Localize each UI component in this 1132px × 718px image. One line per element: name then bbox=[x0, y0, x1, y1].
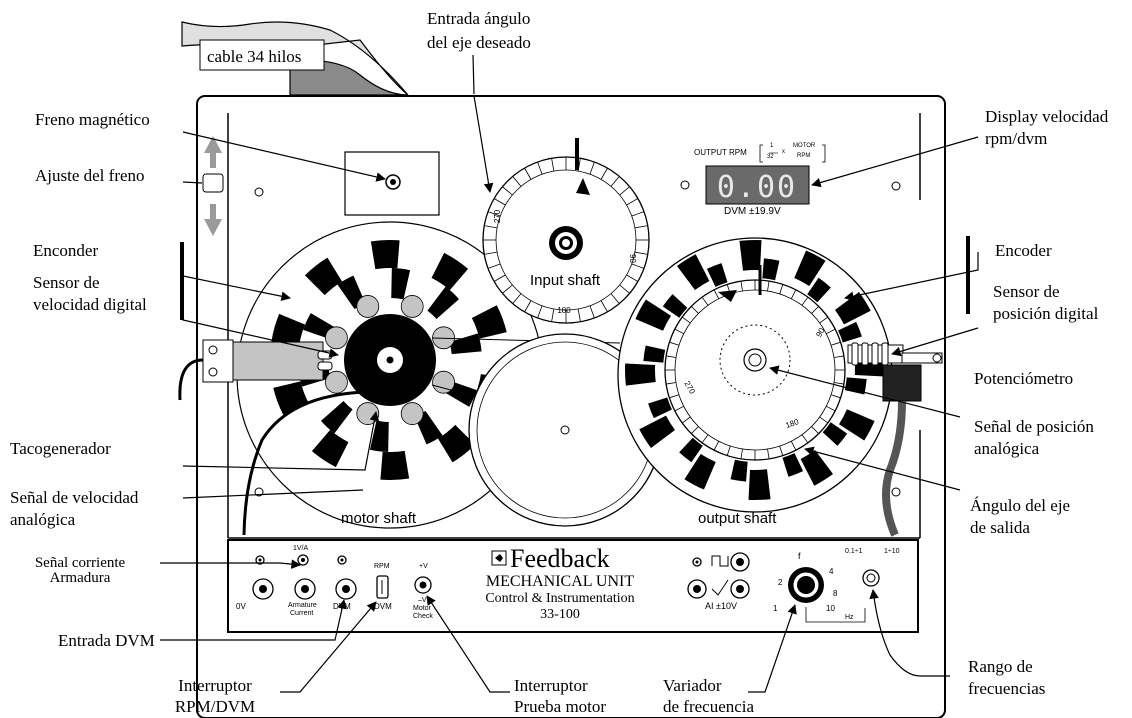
label-angulo-salida-1: Ángulo del eje bbox=[970, 496, 1071, 515]
panel-armature: Armature bbox=[288, 602, 317, 609]
label-angulo-salida-2: de salida bbox=[970, 518, 1030, 537]
out-180-label: 180 bbox=[784, 417, 800, 430]
label-encoder-right: Encoder bbox=[995, 241, 1052, 260]
panel-0v: 0V bbox=[236, 602, 246, 611]
panel-dvm: DVM bbox=[333, 602, 351, 611]
label-ajuste-freno: Ajuste del freno bbox=[35, 166, 145, 185]
output-shaft-dial bbox=[617, 237, 893, 513]
output-rpm-label: OUTPUT RPM bbox=[694, 148, 747, 157]
label-tacogenerador: Tacogenerador bbox=[10, 439, 111, 458]
label-senal-corriente-1: Señal corriente bbox=[34, 555, 126, 571]
control-panel bbox=[227, 539, 919, 633]
panel-minusv: –V bbox=[418, 597, 427, 604]
label-variador-1: Variador bbox=[663, 676, 722, 695]
panel-model: 33-100 bbox=[540, 607, 580, 622]
panel-range2: 1÷10 bbox=[884, 548, 900, 555]
label-senal-velocidad-2: analógica bbox=[10, 510, 76, 529]
svg-text:0.00: 0.00 bbox=[717, 170, 797, 205]
rpm-label: RPM bbox=[797, 153, 811, 159]
label-senal-posicion-1: Señal de posición bbox=[974, 417, 1094, 436]
dvm-range-label: DVM ±19.9V bbox=[724, 206, 781, 217]
tachogenerator-cable bbox=[242, 390, 367, 536]
panel-dvm2: DVM bbox=[374, 602, 392, 611]
motor-shaft-encoder-disc bbox=[236, 221, 544, 529]
label-display-2: rpm/dvm bbox=[985, 129, 1048, 148]
panel-rpm: RPM bbox=[374, 563, 390, 570]
label-freno-magnetico: Freno magnético bbox=[35, 110, 150, 129]
panel-title2: Control & Instrumentation bbox=[485, 591, 635, 606]
label-potenciometro: Potenciómetro bbox=[974, 369, 1074, 388]
label-rango-2: frecuencias bbox=[968, 679, 1046, 698]
label-sensor-posicion-1: Sensor de bbox=[993, 282, 1060, 301]
ratio-numerator: 1 bbox=[770, 143, 774, 149]
ratio-denominator: 32 bbox=[767, 154, 774, 160]
label-senal-corriente-2: Armadura bbox=[49, 570, 111, 586]
brake-adjust-arrows bbox=[202, 136, 224, 236]
cable-label: cable 34 hilos bbox=[207, 47, 302, 66]
label-interruptor-rpm-2: RPM/DVM bbox=[174, 697, 256, 716]
output-shaft-label: output shaft bbox=[698, 510, 777, 527]
label-entrada-dvm: Entrada DVM bbox=[58, 631, 155, 650]
case-screws bbox=[254, 180, 901, 497]
label-interruptor-prueba-2: Prueba motor bbox=[514, 697, 607, 716]
panel-check: Check bbox=[413, 613, 433, 620]
panel-f: f bbox=[798, 551, 801, 561]
panel-1va: 1V/A bbox=[293, 545, 309, 552]
cable-34-wires bbox=[181, 21, 409, 96]
speed-display: 0.00 bbox=[705, 144, 826, 205]
motor-shaft-label: motor shaft bbox=[341, 510, 417, 527]
label-rango-1: Rango de bbox=[968, 657, 1033, 676]
panel-2: 2 bbox=[778, 578, 783, 587]
panel-plusv: +V bbox=[419, 563, 428, 570]
potentiometer bbox=[847, 342, 943, 537]
panel-title1: MECHANICAL UNIT bbox=[485, 573, 635, 590]
dial-180-label: 180 bbox=[557, 306, 571, 315]
magnetic-brake[interactable] bbox=[344, 151, 440, 216]
panel-8: 8 bbox=[833, 589, 838, 598]
ratio-x: x bbox=[782, 149, 785, 155]
panel-brand: Feedback bbox=[510, 544, 610, 573]
motor-label: MOTOR bbox=[793, 143, 816, 149]
panel-ai: AI ±10V bbox=[705, 601, 737, 611]
input-shaft-label: Input shaft bbox=[530, 272, 601, 289]
dial-270-label: 270 bbox=[493, 209, 503, 224]
label-display-1: Display velocidad bbox=[985, 107, 1109, 126]
dial-90-label: 90 bbox=[627, 254, 637, 263]
label-senal-posicion-2: analógica bbox=[974, 439, 1040, 458]
label-encoder-left: Enconder bbox=[33, 241, 99, 260]
label-interruptor-rpm-1: Interruptor bbox=[178, 676, 252, 695]
panel-hz: Hz bbox=[845, 614, 854, 621]
panel-4: 4 bbox=[829, 567, 834, 576]
label-sensor-velocidad-1: Sensor de bbox=[33, 273, 100, 292]
callout-arrows bbox=[160, 54, 979, 693]
label-variador-2: de frecuencia bbox=[663, 697, 755, 716]
panel-range1: 0.1÷1 bbox=[845, 548, 863, 555]
panel-1: 1 bbox=[773, 604, 778, 613]
label-entrada-angulo-2: del eje deseado bbox=[427, 33, 531, 52]
panel-10: 10 bbox=[826, 604, 835, 613]
label-sensor-posicion-2: posición digital bbox=[993, 304, 1099, 323]
label-senal-velocidad-1: Señal de velocidad bbox=[10, 488, 139, 507]
label-interruptor-prueba-1: Interruptor bbox=[514, 676, 588, 695]
label-sensor-velocidad-2: velocidad digital bbox=[33, 295, 147, 314]
input-shaft-dial[interactable] bbox=[482, 138, 650, 324]
label-entrada-angulo-1: Entrada ángulo bbox=[427, 9, 531, 28]
panel-current: Current bbox=[290, 610, 314, 617]
panel-motor: Motor bbox=[413, 605, 431, 612]
